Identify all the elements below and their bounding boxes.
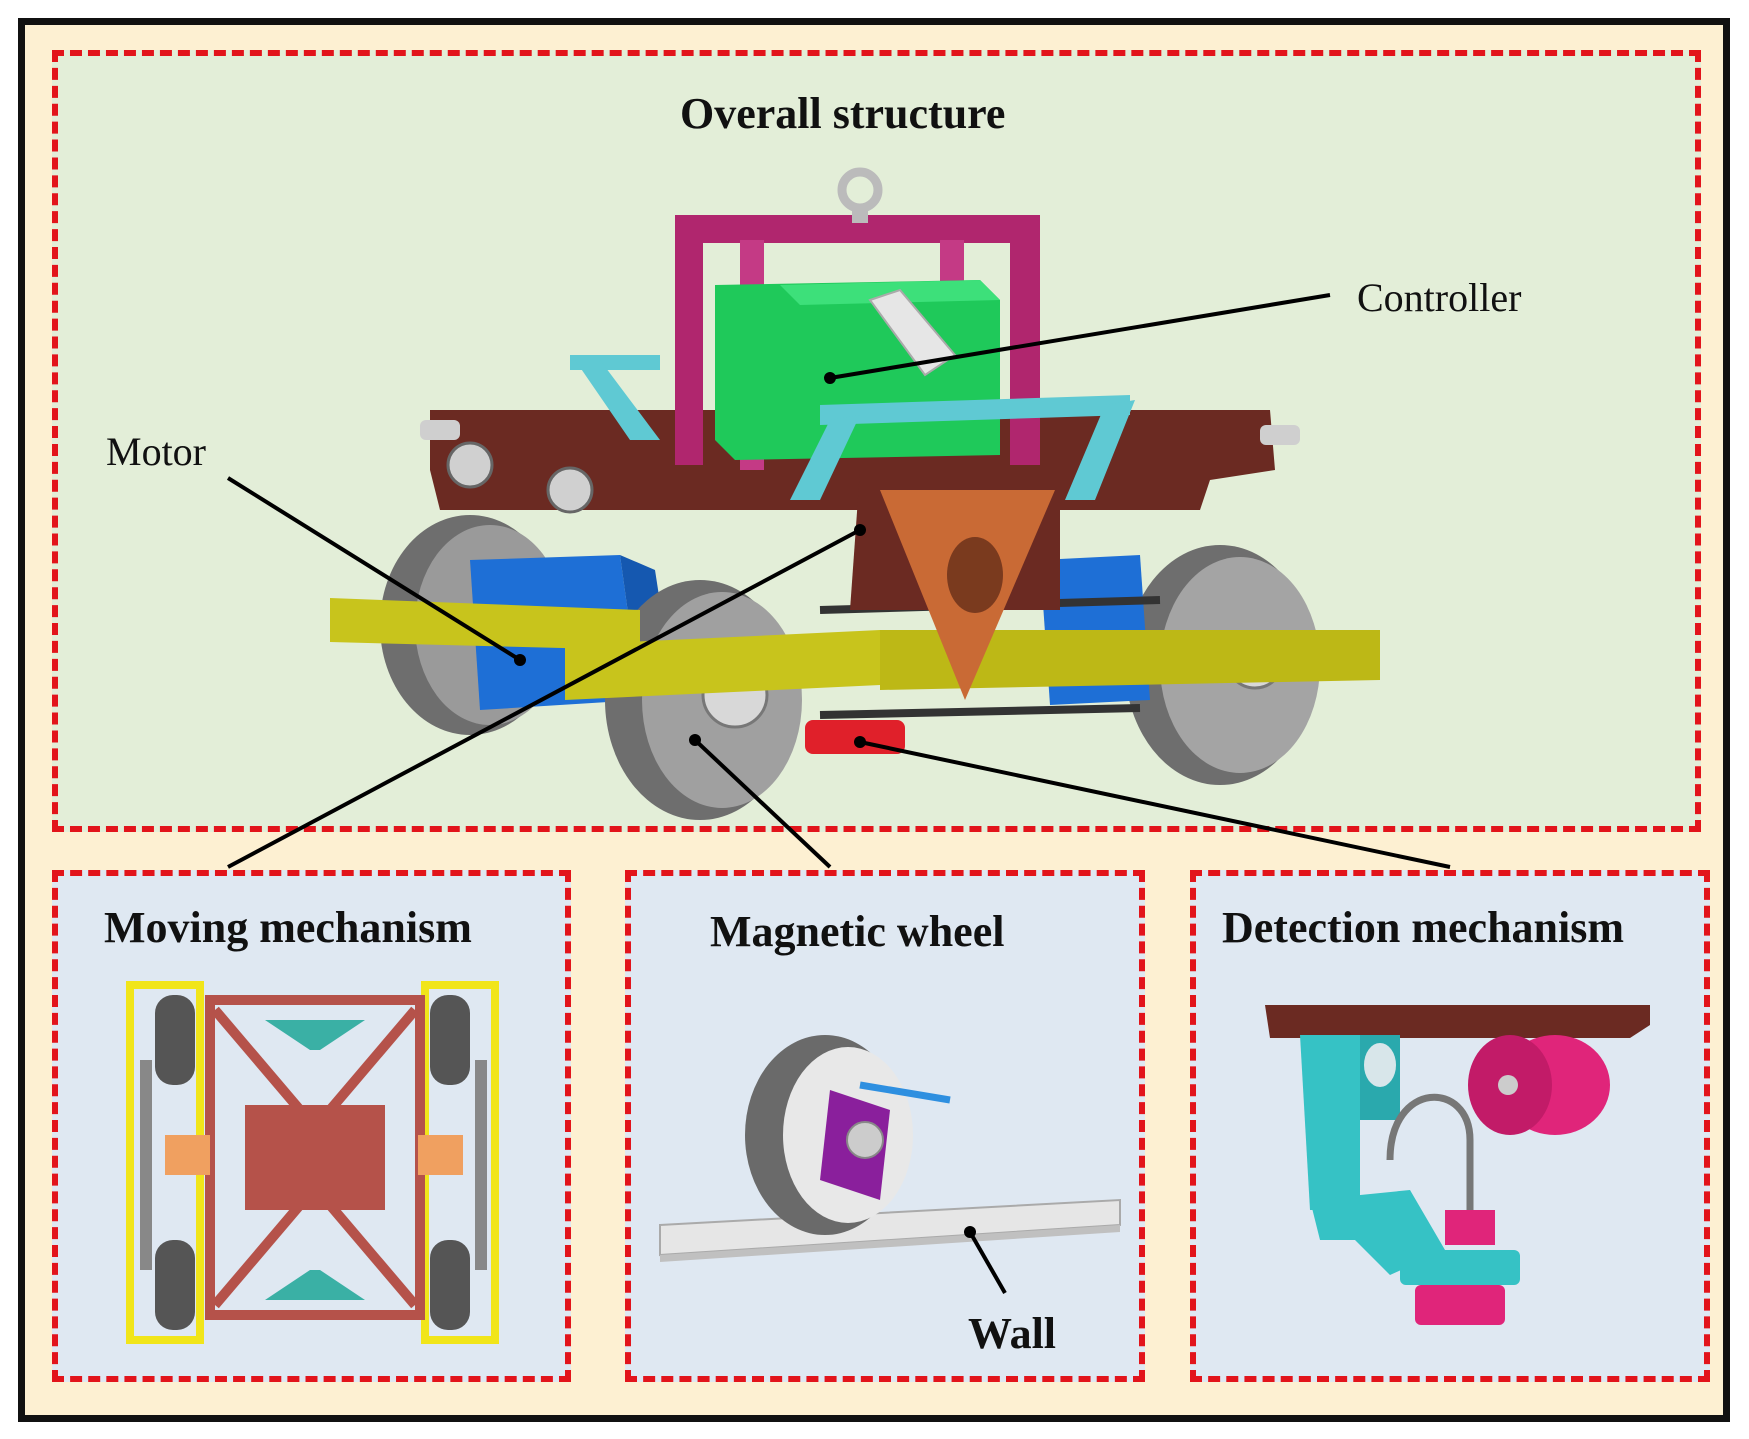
sensor-cable <box>1386 1093 1474 1215</box>
center-plate <box>245 1105 385 1210</box>
moving-mechanism-title: Moving mechanism <box>104 903 472 952</box>
yellow-rail-left <box>330 598 640 650</box>
magnetic-wheel-title: Magnetic wheel <box>710 907 1005 956</box>
detection-mechanism-render <box>1265 1005 1650 1325</box>
magnetic-wheel-render <box>659 1035 1121 1294</box>
leader-lines <box>226 293 1451 869</box>
moving-mechanism-render <box>126 981 499 1344</box>
controller-label: Controller <box>1357 275 1522 320</box>
leader-magnetic-wheel <box>693 738 832 869</box>
controller-connector <box>868 288 957 377</box>
controller-box <box>715 280 1000 460</box>
leader-wall <box>968 1231 1007 1294</box>
cyan-link-right <box>820 395 1130 425</box>
wall-label: Wall <box>968 1309 1057 1358</box>
motor-label: Motor <box>106 429 206 474</box>
wheel-bottom-right <box>430 1240 470 1330</box>
wheel-bottom-left <box>155 1240 195 1330</box>
leader-moving-mechanism <box>227 528 861 869</box>
mount-plate <box>1265 1005 1650 1038</box>
detection-mechanism-title: Detection mechanism <box>1222 903 1625 952</box>
leader-motor <box>226 476 522 662</box>
leader-detection-mechanism <box>859 740 1451 869</box>
yellow-rail-right <box>880 630 1380 690</box>
probe-body <box>1445 1210 1495 1245</box>
probe-head <box>1415 1285 1505 1325</box>
bracket-cyan <box>1300 1035 1360 1210</box>
lifting-eye-bolt <box>837 167 883 213</box>
wheel-top-right <box>430 995 470 1085</box>
axle-rod <box>859 1081 951 1104</box>
robot-overall-render <box>330 167 1380 820</box>
leader-controller <box>829 293 1331 380</box>
chassis-frame-top-view <box>205 995 425 1320</box>
overall-structure-title: Overall structure <box>680 89 1006 138</box>
wheel-top-left <box>155 995 195 1085</box>
